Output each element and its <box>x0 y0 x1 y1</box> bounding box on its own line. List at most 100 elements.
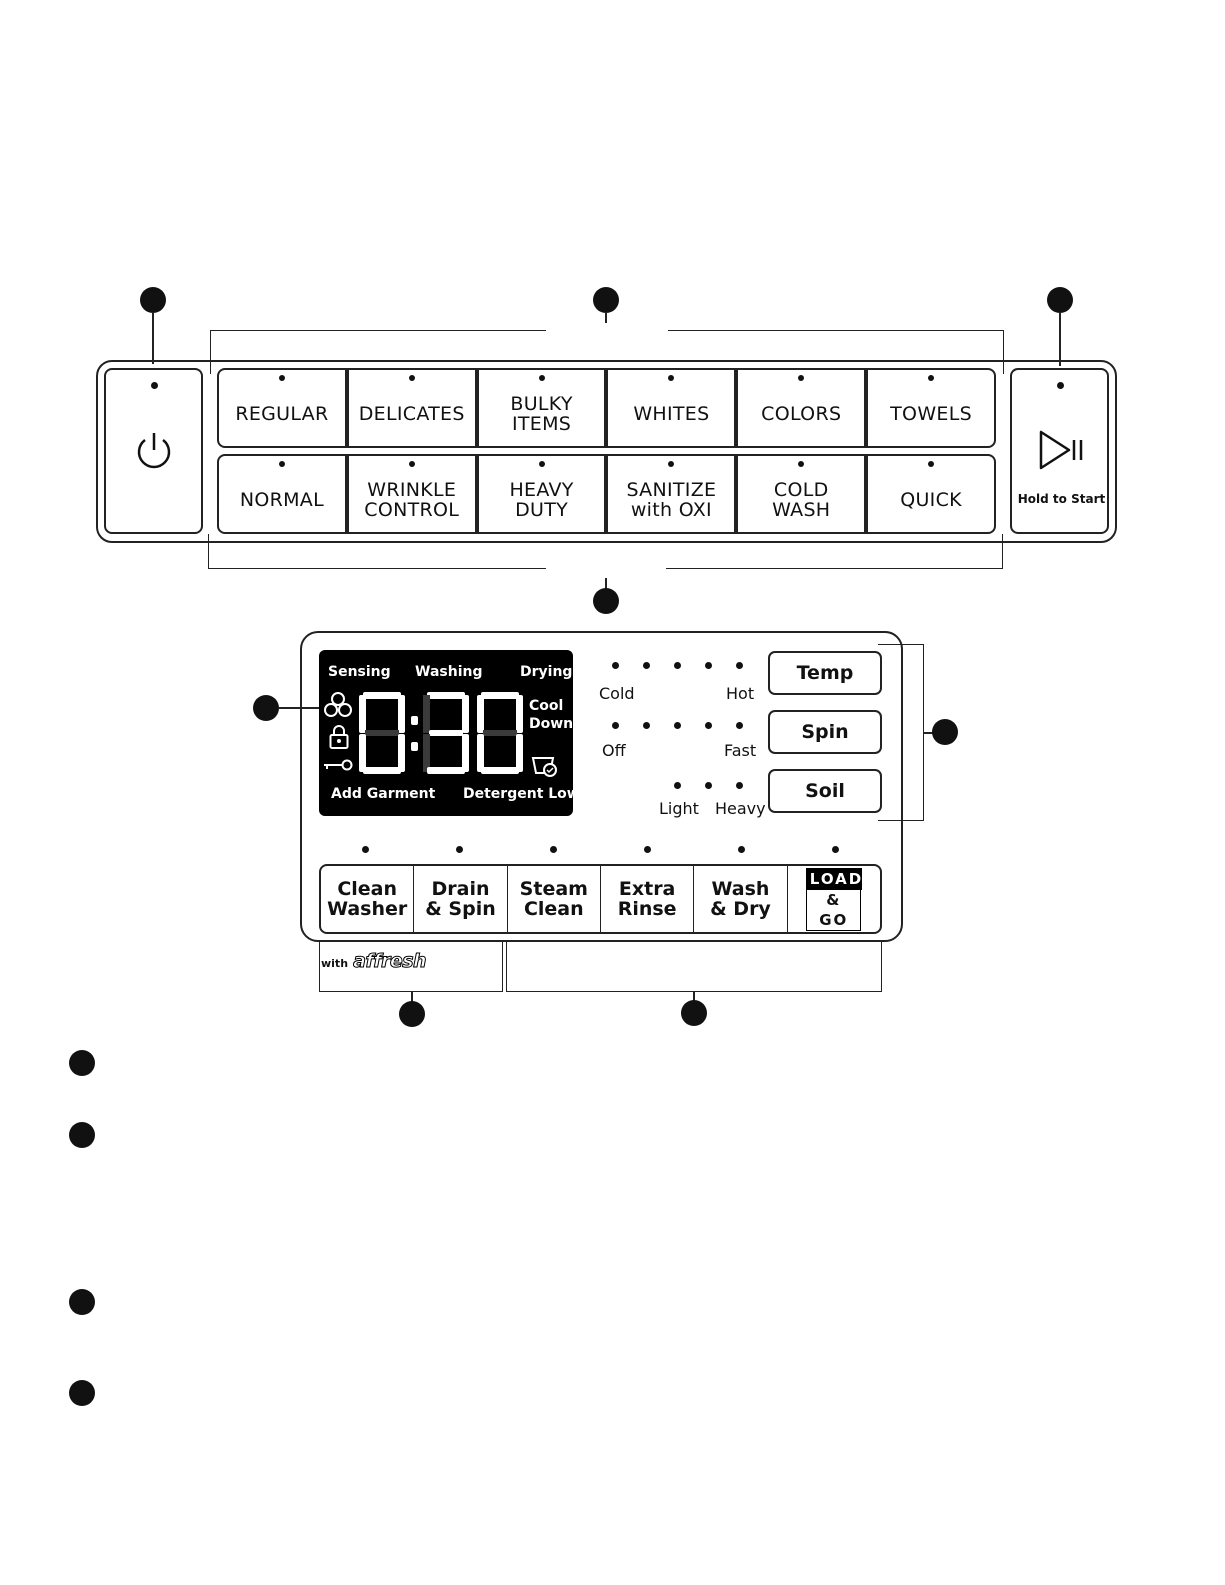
callout-cycles-top <box>593 287 619 313</box>
soil-level-dot <box>705 782 712 789</box>
cycle-sanitize-with-oxi[interactable]: SANITIZE with OXI <box>606 454 737 534</box>
drain-spin-indicator <box>456 846 463 853</box>
steam-clean-button[interactable]: Steam Clean <box>508 866 601 932</box>
temp-min-label: Cold <box>599 684 635 703</box>
bracket-options <box>878 644 924 821</box>
add-garment-label: Add Garment <box>331 786 436 802</box>
power-indicator <box>151 382 158 389</box>
drain-spin-label: Drain & Spin <box>425 878 496 920</box>
cycle-indicator <box>278 461 285 467</box>
time-readout <box>359 692 529 774</box>
load-and-go-line1: LOAD <box>805 867 862 890</box>
cycle-heavy-duty[interactable]: HEAVY DUTY <box>476 454 607 534</box>
spin-min-label: Off <box>602 741 626 760</box>
cycle-colors[interactable]: COLORS <box>736 368 867 448</box>
cycle-wrinkle-control[interactable]: WRINKLE CONTROL <box>346 454 477 534</box>
cycle-indicator <box>668 375 675 381</box>
cycle-bulky-items[interactable]: BULKY ITEMS <box>476 368 607 448</box>
soil-level-dot <box>674 782 681 789</box>
leader-line <box>693 991 695 1001</box>
affresh-brand: affresh <box>353 950 427 973</box>
callout-display <box>253 695 279 721</box>
bracket-modifiers <box>506 942 882 992</box>
cycle-delicates[interactable]: DELICATES <box>346 368 477 448</box>
play-pause-icon <box>1039 430 1083 470</box>
soil-max-label: Heavy <box>715 799 766 818</box>
cycle-label: BULKY ITEMS <box>510 393 573 435</box>
cycle-towels[interactable]: TOWELS <box>866 368 996 448</box>
cycle-cold-wash[interactable]: COLD WASH <box>736 454 867 534</box>
extra-rinse-label: Extra Rinse <box>617 878 677 920</box>
power-button[interactable] <box>104 368 203 534</box>
cycle-regular[interactable]: REGULAR <box>217 368 347 448</box>
power-icon <box>137 433 171 469</box>
cycle-whites[interactable]: WHITES <box>606 368 737 448</box>
cycle-panel <box>96 360 1117 543</box>
leader-line <box>1059 312 1061 366</box>
modifier-button-row: Clean Washer Drain & Spin Steam Clean Ex… <box>319 864 882 934</box>
cycle-label: DELICATES <box>358 403 465 425</box>
spin-button[interactable]: Spin <box>768 710 882 754</box>
spin-max-label: Fast <box>724 741 757 760</box>
steam-clean-label: Steam Clean <box>519 878 588 920</box>
temp-level-dot <box>612 662 619 669</box>
cycle-quick[interactable]: QUICK <box>866 454 996 534</box>
extra-rinse-button[interactable]: Extra Rinse <box>601 866 695 932</box>
callout-clean-washer <box>399 1001 425 1027</box>
clean-washer-label: Clean Washer <box>327 878 408 920</box>
soil-min-label: Light <box>659 799 699 818</box>
wash-dry-indicator <box>738 846 745 853</box>
start-indicator <box>1057 382 1064 389</box>
callout-cycles-bottom <box>593 588 619 614</box>
start-button[interactable]: Hold to Start <box>1010 368 1109 534</box>
detergent-icon <box>531 757 557 777</box>
cycle-normal[interactable]: NORMAL <box>217 454 347 534</box>
wash-dry-button[interactable]: Wash & Dry <box>694 866 788 932</box>
cool-down-label-1: Cool <box>529 698 564 714</box>
callout-start <box>1047 287 1073 313</box>
spin-level-dot <box>705 722 712 729</box>
cycle-indicator <box>278 375 285 381</box>
affresh-prefix: with <box>321 957 349 970</box>
load-and-go-button[interactable]: LOAD & GO <box>788 866 880 932</box>
legend-marker <box>69 1289 95 1315</box>
legend-marker <box>69 1050 95 1076</box>
leader-line <box>605 312 607 323</box>
temp-button[interactable]: Temp <box>768 651 882 695</box>
load-and-go-line2: & GO <box>806 889 862 931</box>
cycle-label: NORMAL <box>239 489 324 511</box>
status-drying: Drying <box>520 664 573 680</box>
key-icon <box>324 759 353 771</box>
spin-level-dot <box>736 722 743 729</box>
extra-rinse-indicator <box>644 846 651 853</box>
spin-level-dot <box>612 722 619 729</box>
drain-spin-button[interactable]: Drain & Spin <box>414 866 508 932</box>
cycle-label: QUICK <box>900 489 962 511</box>
callout-modifiers <box>681 1000 707 1026</box>
cycle-label: REGULAR <box>235 403 329 425</box>
spin-level-dot <box>643 722 650 729</box>
temp-max-label: Hot <box>726 684 755 703</box>
leader-line <box>923 732 935 734</box>
cycle-indicator <box>798 461 805 467</box>
console-panel <box>300 631 903 942</box>
leader-line <box>278 707 320 709</box>
cycle-indicator <box>408 375 415 381</box>
steam-clean-indicator <box>550 846 557 853</box>
cycle-indicator <box>538 375 545 381</box>
affresh-logo: with affresh <box>321 950 427 973</box>
load-and-go-indicator <box>832 846 839 853</box>
status-display: Sensing Washing Drying Cool Down Add Gar… <box>319 650 580 816</box>
load-and-go-logo: LOAD & GO <box>805 867 862 931</box>
leader-line <box>152 312 154 364</box>
cool-down-label-2: Down <box>529 716 574 732</box>
cycle-indicator <box>668 461 675 467</box>
leader-line <box>411 991 413 1003</box>
cycle-label: WRINKLE CONTROL <box>364 479 460 521</box>
cycle-label: TOWELS <box>890 403 972 425</box>
legend-marker <box>69 1380 95 1406</box>
cycle-label: HEAVY DUTY <box>509 479 574 521</box>
clean-washer-button[interactable]: Clean Washer <box>321 866 415 932</box>
lock-icon <box>329 725 349 749</box>
soil-button[interactable]: Soil <box>768 769 882 813</box>
